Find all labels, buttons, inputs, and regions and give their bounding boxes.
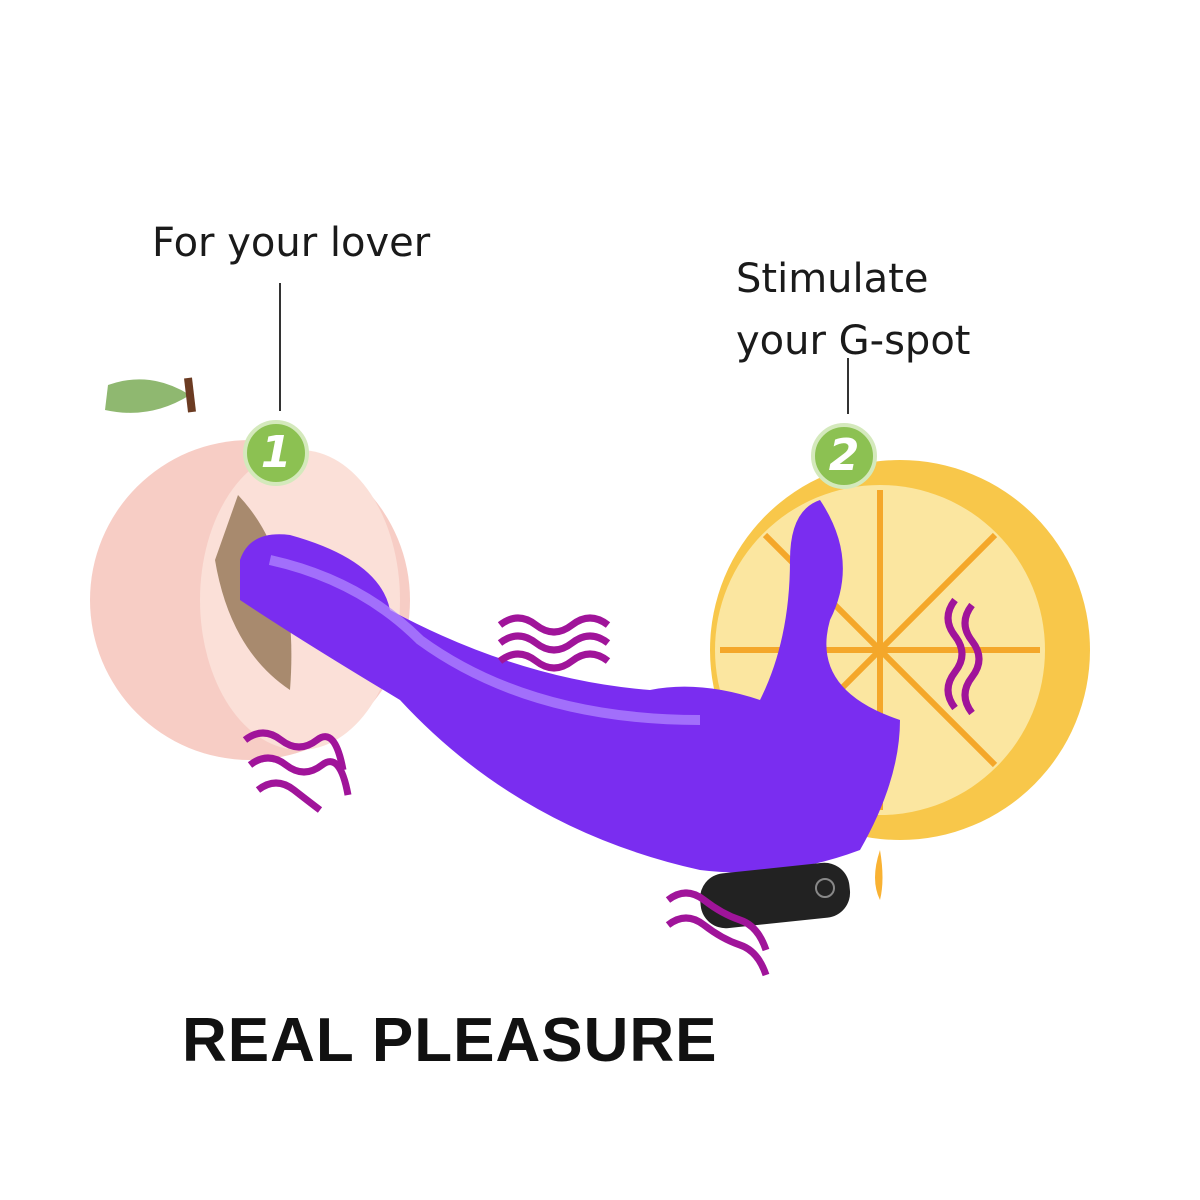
- product-shape: [240, 500, 900, 929]
- power-icon: [815, 878, 835, 898]
- callout-leader-line-2: [847, 358, 849, 414]
- vibration-waves: [242, 597, 983, 977]
- bullet-vibrator: [700, 862, 851, 929]
- leaf-icon: [105, 379, 190, 413]
- callout-line-2: your G-spot: [736, 318, 971, 364]
- callout-leader-line-1: [279, 283, 281, 411]
- number-badge-1: 1: [243, 420, 309, 486]
- callout-line-1: Stimulate: [736, 256, 929, 302]
- callout-label-stimulate: Stimulate your G-spot: [736, 248, 970, 372]
- callout-label-for-your-lover: For your lover: [152, 220, 431, 266]
- number-badge-2: 2: [811, 423, 877, 489]
- headline: REAL PLEASURE: [182, 1006, 718, 1075]
